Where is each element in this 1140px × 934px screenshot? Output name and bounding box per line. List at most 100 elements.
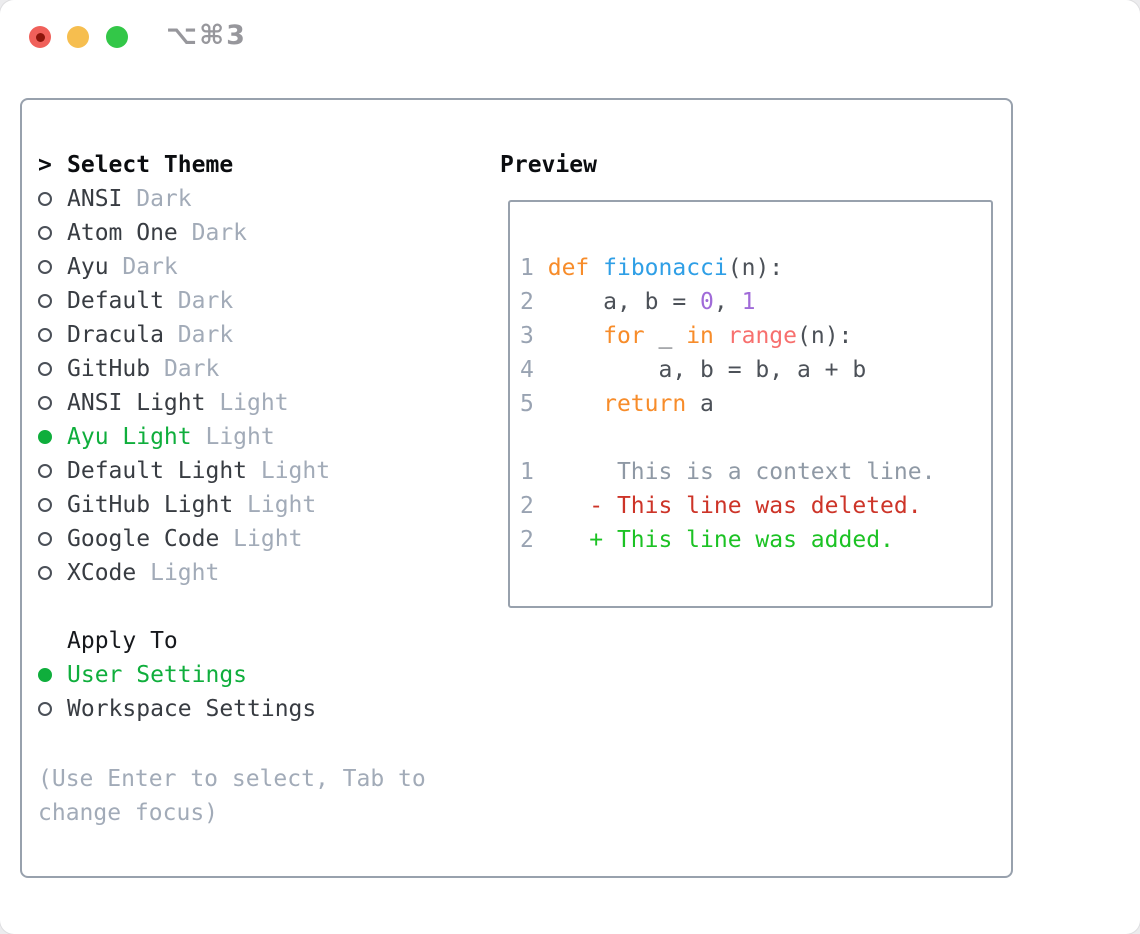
radio-icon [38, 532, 52, 546]
preview-header: Preview [500, 148, 597, 182]
option-label: Workspace Settings [67, 696, 317, 722]
code-segment: fibonacci [603, 255, 728, 281]
keyboard-hint: (Use Enter to select, Tab to change focu… [38, 766, 426, 826]
option-label: Ayu Light [67, 424, 192, 450]
option-label: XCode [67, 560, 137, 586]
code-segment: (n): [797, 323, 853, 349]
radio-option[interactable]: Default Light Light [38, 454, 330, 488]
radio-icon [38, 396, 52, 410]
code-line: 2 + This line was added. [520, 523, 935, 557]
apply-to-title: Apply To [67, 628, 178, 654]
theme-settings-panel: > Select Theme ANSI Dark Atom One Dark A… [20, 98, 1013, 878]
radio-option[interactable]: GitHub Dark [38, 352, 330, 386]
window-title: ⌥⌘3 [166, 20, 247, 51]
code-segment [534, 391, 603, 417]
radio-icon [38, 294, 52, 308]
theme-list-header: > Select Theme [38, 148, 330, 182]
option-variant-label: Dark [150, 356, 220, 382]
code-segment: a [686, 391, 714, 417]
radio-icon [38, 464, 52, 478]
code-line: 5 return a [520, 387, 935, 421]
radio-option[interactable]: Ayu Light Light [38, 420, 330, 454]
option-variant-label: Light [247, 458, 331, 484]
theme-list: > Select Theme ANSI Dark Atom One Dark A… [38, 148, 330, 590]
option-variant-label: Light [233, 492, 317, 518]
theme-list-title: Select Theme [67, 152, 234, 178]
option-variant-label: Dark [108, 254, 178, 280]
code-segment: 0 [700, 289, 714, 315]
option-label: ANSI [67, 186, 123, 212]
code-segment [534, 323, 603, 349]
code-segment [589, 255, 603, 281]
option-label: Default [67, 288, 164, 314]
code-segment: - This line was deleted. [533, 493, 922, 519]
radio-icon [38, 192, 52, 206]
option-variant-label: Light [219, 526, 303, 552]
code-segment: in [686, 323, 714, 349]
radio-option[interactable]: ANSI Light Light [38, 386, 330, 420]
code-segment: a, b = [533, 289, 701, 315]
option-variant-label: Light [191, 424, 275, 450]
minimize-button[interactable] [67, 26, 89, 48]
code-segment: This is a context line. [533, 459, 936, 485]
radio-option[interactable]: Atom One Dark [38, 216, 330, 250]
option-variant-label: Light [136, 560, 220, 586]
close-button[interactable] [29, 26, 51, 48]
radio-icon [38, 498, 52, 512]
line-number: 1 [520, 459, 534, 485]
code-line: 2 - This line was deleted. [520, 489, 935, 523]
focus-cursor-icon: > [38, 152, 52, 178]
preview-pane: 1 def fibonacci(n): 2 a, b = 0, 1 3 for … [508, 200, 993, 608]
code-segment: a, b = b, a + b [533, 357, 867, 383]
option-label: Google Code [67, 526, 220, 552]
radio-icon [38, 430, 52, 444]
option-variant-label: Dark [177, 220, 248, 246]
radio-option[interactable]: User Settings [38, 658, 316, 692]
radio-icon [38, 362, 52, 376]
radio-option[interactable]: XCode Light [38, 556, 330, 590]
code-line: 1 def fibonacci(n): [520, 251, 935, 285]
radio-option[interactable]: Ayu Dark [38, 250, 330, 284]
option-variant-label: Dark [163, 288, 234, 314]
radio-option[interactable]: Workspace Settings [38, 692, 316, 726]
option-label: GitHub Light [67, 492, 234, 518]
option-label: Atom One [67, 220, 178, 246]
apply-to-header: Apply To [38, 624, 316, 658]
code-line: 1 This is a context line. [520, 455, 935, 489]
radio-option[interactable]: Google Code Light [38, 522, 330, 556]
radio-icon [38, 260, 52, 274]
code-line: 3 for _ in range(n): [520, 319, 935, 353]
radio-option[interactable]: GitHub Light Light [38, 488, 330, 522]
radio-option[interactable]: Dracula Dark [38, 318, 330, 352]
option-label: Dracula [67, 322, 164, 348]
code-segment [534, 255, 548, 281]
option-variant-label: Dark [163, 322, 234, 348]
code-line [520, 421, 935, 455]
option-label: Ayu [67, 254, 109, 280]
theme-options: ANSI Dark Atom One Dark Ayu Dark Default… [38, 182, 330, 590]
code-line: 2 a, b = 0, 1 [520, 285, 935, 319]
code-segment: range [727, 323, 798, 349]
line-number: 2 [520, 527, 534, 553]
radio-icon [38, 702, 52, 716]
radio-icon [38, 668, 52, 682]
radio-icon [38, 226, 52, 240]
line-number: 5 [520, 391, 534, 417]
option-label: Default Light [67, 458, 248, 484]
code-preview: 1 def fibonacci(n): 2 a, b = 0, 1 3 for … [520, 251, 935, 557]
option-variant-label: Light [205, 390, 289, 416]
line-number: 1 [520, 255, 534, 281]
apply-to-options: User Settings Workspace Settings [38, 658, 316, 726]
line-number: 3 [520, 323, 534, 349]
code-segment [714, 323, 728, 349]
radio-option[interactable]: ANSI Dark [38, 182, 330, 216]
apply-to-section: Apply To User Settings Workspace Setting… [38, 624, 316, 726]
zoom-button[interactable] [106, 26, 128, 48]
option-label: GitHub [67, 356, 151, 382]
code-segment: 1 [741, 289, 756, 315]
option-variant-label: Dark [122, 186, 192, 212]
radio-option[interactable]: Default Dark [38, 284, 330, 318]
line-number: 2 [520, 493, 534, 519]
code-line: 4 a, b = b, a + b [520, 353, 935, 387]
